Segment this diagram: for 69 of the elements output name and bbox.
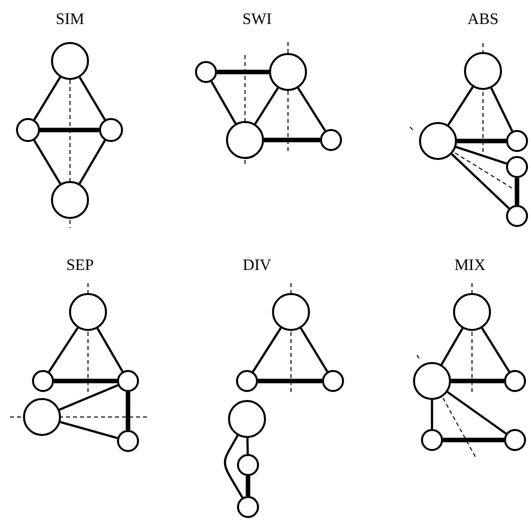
connector-line	[443, 438, 504, 442]
connector-line	[33, 140, 62, 184]
circle-node	[51, 181, 89, 219]
panel-title: DIV	[242, 257, 272, 275]
circle-node	[504, 370, 526, 392]
connector-line	[59, 384, 118, 411]
connector-line	[440, 328, 464, 366]
connector-line	[300, 328, 328, 372]
circle-node	[322, 370, 344, 392]
circle-node	[269, 53, 307, 91]
connector-line	[224, 434, 244, 498]
connector-line	[210, 81, 236, 124]
circle-node	[195, 61, 217, 83]
circle-node	[272, 293, 310, 331]
connector-line	[48, 327, 79, 372]
circle-node	[506, 156, 528, 178]
circle-node	[236, 370, 258, 392]
connector-line	[246, 438, 249, 454]
connector-line	[217, 70, 269, 74]
connector-line	[456, 146, 507, 165]
circle-node	[320, 129, 342, 151]
connector-line	[33, 76, 62, 120]
circle-node	[32, 370, 54, 392]
circle-node	[453, 293, 491, 331]
circle-node	[421, 429, 443, 451]
panel-title: SWI	[242, 11, 272, 29]
connector-line	[514, 178, 520, 205]
connector-line	[60, 421, 118, 440]
connector-line	[126, 392, 130, 430]
panel-title: SEP	[66, 257, 94, 275]
connector-line	[246, 476, 250, 496]
connector-line	[54, 378, 117, 384]
circle-node	[226, 121, 264, 159]
circle-node	[419, 122, 457, 160]
circle-node	[228, 400, 266, 438]
panel-title: ABS	[467, 11, 499, 29]
connector-line	[254, 87, 279, 125]
connector-line	[481, 328, 510, 372]
connector-line	[447, 86, 474, 126]
connector-line	[297, 87, 326, 132]
circle-node	[464, 52, 502, 90]
circle-node	[413, 362, 451, 400]
connector-line	[430, 400, 434, 429]
panel-title: MIX	[454, 257, 486, 275]
circle-node	[506, 205, 528, 227]
connector-line	[457, 138, 506, 144]
connector-line	[96, 328, 124, 372]
circle-node	[16, 118, 40, 142]
circle-node	[504, 429, 526, 451]
connector-line	[451, 378, 504, 384]
connector-line	[40, 128, 99, 132]
circle-node	[237, 454, 259, 476]
panel-title: SIM	[56, 11, 84, 29]
connector-line	[264, 138, 320, 142]
connector-line	[78, 76, 106, 120]
connector-line	[451, 153, 510, 210]
circle-node	[99, 118, 123, 142]
circle-node	[51, 42, 89, 80]
circle-node	[117, 430, 139, 452]
circle-node	[69, 293, 107, 331]
connector-line	[258, 378, 322, 384]
circle-node	[506, 130, 528, 152]
circle-node	[237, 496, 259, 518]
circle-node	[23, 398, 61, 436]
connector-line	[446, 391, 507, 435]
circle-node	[117, 370, 139, 392]
connector-line	[78, 140, 106, 184]
connector-line	[252, 327, 282, 372]
connector-line	[490, 88, 514, 132]
